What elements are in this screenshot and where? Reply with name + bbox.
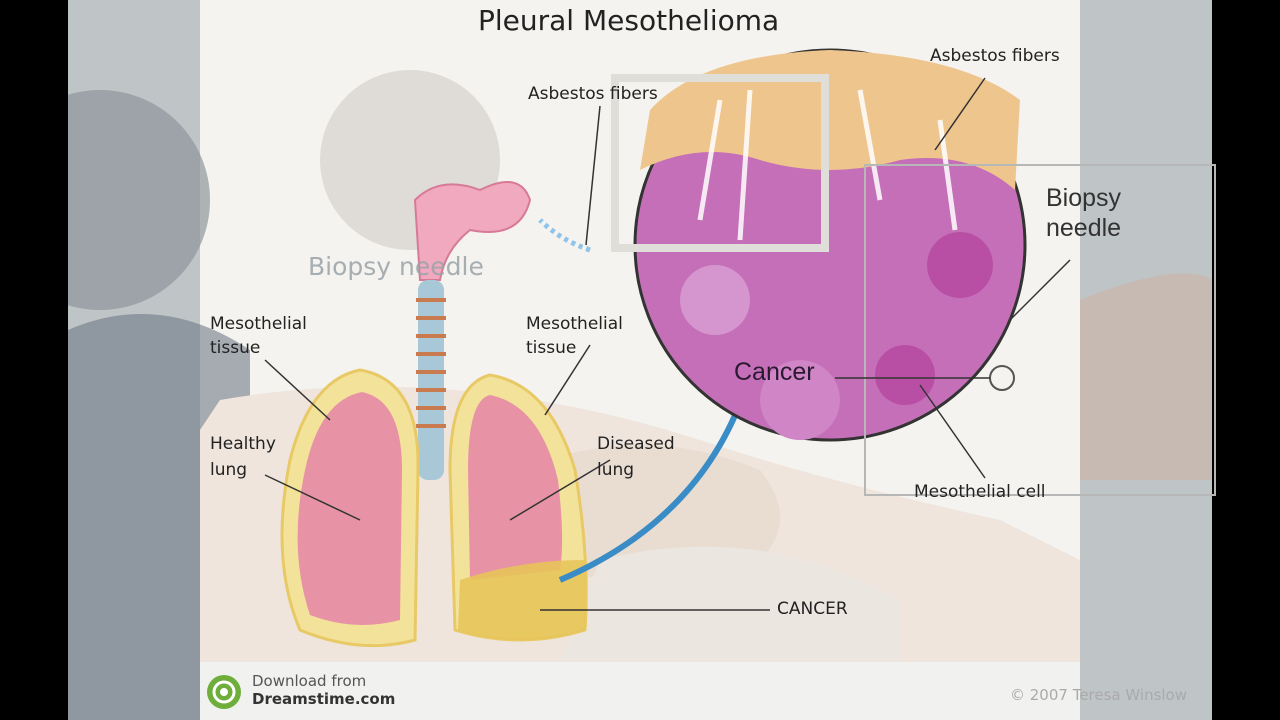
- label-diseased-lung-2: lung: [597, 460, 635, 480]
- label-biopsy-right-line1: Biopsy: [1046, 184, 1122, 212]
- label-mesothelial-tissue-right-1: Mesothelial: [526, 314, 623, 334]
- dreamstime-logo-icon: [207, 675, 241, 709]
- label-healthy-lung-1: Healthy: [210, 434, 276, 454]
- label-mesothelial-tissue-left-2: tissue: [210, 338, 261, 358]
- label-cancer-zoom: Cancer: [734, 358, 815, 386]
- diagram-title: Pleural Mesothelioma: [478, 4, 780, 37]
- copyright-watermark: © 2007 Teresa Winslow: [1010, 686, 1187, 704]
- letterbox-right: [1212, 0, 1280, 720]
- label-asbestos-fibers-left: Asbestos fibers: [528, 84, 658, 104]
- dreamstime-link[interactable]: Dreamstime.com: [252, 690, 396, 708]
- healthy-lung: [280, 368, 420, 648]
- label-mesothelial-cell: Mesothelial cell: [914, 482, 1046, 502]
- zoom-inset: [611, 48, 1216, 496]
- footer-bar: [200, 662, 1080, 720]
- label-diseased-lung-1: Diseased: [597, 434, 675, 454]
- download-from-text: Download from: [252, 672, 367, 690]
- airway: [413, 181, 532, 480]
- label-biopsy-right-line2: needle: [1046, 214, 1122, 242]
- label-cancer-lung: CANCER: [777, 599, 848, 619]
- label-biopsy-needle-left: Biopsy needle: [308, 252, 484, 281]
- letterbox-left: [0, 0, 68, 720]
- label-asbestos-fibers-right: Asbestos fibers: [930, 46, 1060, 66]
- diseased-lung: [448, 373, 588, 642]
- label-mesothelial-tissue-left-1: Mesothelial: [210, 314, 307, 334]
- label-healthy-lung-2: lung: [210, 460, 248, 480]
- label-mesothelial-tissue-right-2: tissue: [526, 338, 577, 358]
